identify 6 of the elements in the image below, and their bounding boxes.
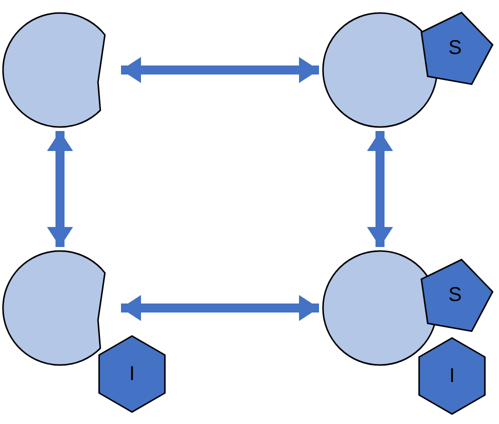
double-arrow: [367, 131, 393, 247]
double-arrow: [121, 295, 319, 321]
double-arrow: [121, 57, 319, 83]
enzyme-circle: [322, 12, 438, 128]
enzyme-circle: [322, 250, 438, 366]
double-arrow: [47, 131, 73, 247]
